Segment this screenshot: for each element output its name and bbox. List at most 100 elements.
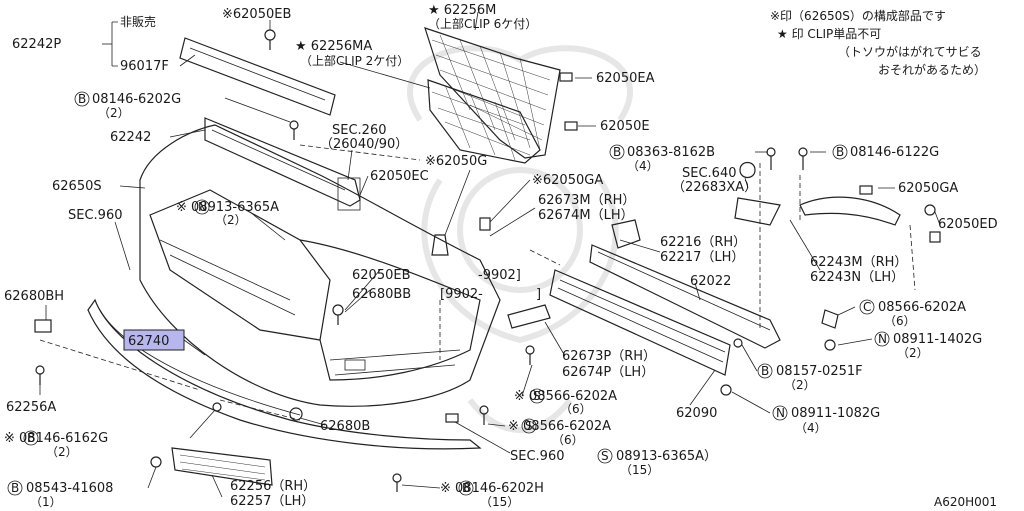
label-08146-6162G-qty: （2） bbox=[46, 445, 78, 459]
label-08566-a-qty: （6） bbox=[560, 402, 592, 416]
legend-notes: ※印（62650S）の構成部品です ★ 印 CLIP単品不可 （トソウがはがれて… bbox=[770, 8, 997, 509]
label-08913-6365A: 08913-6365A） bbox=[616, 449, 717, 464]
label-62673M: 62673M（RH） bbox=[538, 193, 635, 208]
diagram-code: A620H001 bbox=[934, 495, 997, 509]
label-08146-6202H-qty: （15） bbox=[480, 495, 519, 509]
label-08146-6202G-qty: （2） bbox=[98, 106, 130, 120]
svg-text:N: N bbox=[776, 406, 785, 420]
label-08566-6202A-a: ※ 08566-6202A bbox=[514, 389, 617, 404]
label-62256MA: ★ 62256MA bbox=[295, 39, 372, 54]
label-hibaihin: 非販売 bbox=[120, 14, 156, 29]
label-62673P: 62673P（RH） bbox=[562, 349, 656, 364]
label-08543-qty: （1） bbox=[30, 495, 62, 509]
label-62256: 62256（RH） bbox=[230, 479, 316, 494]
label-62740: 62740 bbox=[128, 334, 169, 349]
label-62257: 62257（LH） bbox=[230, 494, 314, 509]
label-62256A: 62256A bbox=[6, 400, 56, 415]
lower-lip-62740 bbox=[87, 298, 482, 450]
label-bracket-9902-from: [9902- bbox=[440, 287, 483, 302]
label-62050EB-top: ※62050EB bbox=[222, 7, 291, 22]
svg-text:N: N bbox=[198, 200, 207, 214]
label-08146-6162G: ※ 08146-6162G bbox=[4, 431, 108, 446]
label-sec640-sub: （22683XA） bbox=[672, 180, 757, 195]
grille-mesh-62256MA bbox=[427, 79, 541, 164]
label-sec960-bottom: SEC.960 bbox=[510, 449, 565, 464]
side-bracket-62673P bbox=[507, 304, 551, 329]
label-08157-0251F: 08157-0251F bbox=[776, 364, 863, 379]
absorber-62090 bbox=[549, 269, 731, 376]
label-08911-1402G: 08911-1402G bbox=[893, 332, 982, 347]
label-08363-qty: （4） bbox=[627, 159, 659, 173]
label-08911-1082G-qty: （4） bbox=[795, 421, 827, 435]
leader-lines bbox=[39, 11, 941, 498]
svg-text:B: B bbox=[761, 364, 769, 378]
svg-text:B: B bbox=[613, 145, 621, 159]
label-62256M: ★ 62256M bbox=[428, 3, 496, 18]
label-62050EA: 62050EA bbox=[596, 71, 655, 86]
reinforcement-62022 bbox=[589, 219, 781, 349]
label-sec260: SEC.260 bbox=[332, 123, 387, 138]
label-62090: 62090 bbox=[676, 406, 717, 421]
svg-text:B: B bbox=[462, 481, 470, 495]
label-62050ED: 62050ED bbox=[938, 217, 998, 232]
label-62242: 62242 bbox=[110, 130, 151, 145]
bumper-fascia-62650S bbox=[139, 124, 501, 407]
label-08363-8162B: 08363-8162B bbox=[627, 145, 715, 160]
legend-clip-line1: ★ 印 CLIP単品不可 bbox=[777, 27, 881, 41]
label-62050EC: 62050EC bbox=[370, 169, 429, 184]
label-sec260-sub: （26040/90） bbox=[320, 137, 408, 152]
fasteners bbox=[34, 29, 941, 492]
label-96017F: 96017F bbox=[120, 59, 169, 74]
label-08911-1082G: 08911-1082G bbox=[791, 406, 880, 421]
circle-marker-letters: B B B N C N B S N S B S B B bbox=[11, 92, 887, 495]
label-08566-6202A-b: ※ 08566-6202A bbox=[508, 419, 611, 434]
label-08543-41608: 08543-41608 bbox=[26, 481, 113, 496]
svg-text:S: S bbox=[525, 419, 533, 433]
bracket-62216 bbox=[734, 197, 781, 226]
label-62050EB-mid: 62050EB bbox=[352, 268, 411, 283]
label-62050GA-mid: ※62050GA bbox=[532, 173, 603, 188]
label-08146-6202G: 08146-6202G bbox=[92, 92, 181, 107]
label-08913-top-qty: （2） bbox=[215, 213, 247, 227]
label-62243N: 62243N（LH） bbox=[810, 270, 904, 285]
label-62050GA-right: 62050GA bbox=[898, 181, 958, 196]
label-08157-qty: （2） bbox=[784, 378, 816, 392]
label-08913-qty: （15） bbox=[620, 463, 659, 477]
fog-grille-62256 bbox=[171, 447, 273, 486]
svg-text:S: S bbox=[601, 449, 609, 463]
label-62050G: ※62050G bbox=[425, 154, 487, 169]
legend-clip-line3: おそれがあるため） bbox=[878, 62, 986, 77]
label-sec960-top: SEC.960 bbox=[68, 208, 123, 223]
label-62680BH: 62680BH bbox=[4, 289, 64, 304]
label-08566-right-qty: （6） bbox=[884, 314, 916, 328]
label-62242P: 62242P bbox=[12, 37, 61, 52]
label-62680BB: 62680BB bbox=[352, 287, 411, 302]
label-62256MA-sub: （上部CLIP 2ケ付） bbox=[300, 53, 409, 68]
label-62216: 62216（RH） bbox=[660, 235, 746, 250]
label-62680B: 62680B bbox=[320, 419, 370, 434]
bracket-62243M bbox=[799, 196, 901, 226]
label-sec640: SEC.640 bbox=[682, 166, 737, 181]
label-62243M: 62243M（RH） bbox=[810, 255, 907, 270]
svg-text:B: B bbox=[836, 145, 844, 159]
label-08146-6122G: 08146-6122G bbox=[850, 145, 939, 160]
label-bracket-close: ] bbox=[536, 287, 541, 302]
label-08566-b-qty: （6） bbox=[552, 433, 584, 447]
upper-member-96017F bbox=[179, 37, 336, 116]
label-08911-1402G-qty: （2） bbox=[897, 346, 929, 360]
legend-star-note: ※印（62650S）の構成部品です bbox=[770, 8, 946, 23]
label-62022: 62022 bbox=[690, 274, 731, 289]
part-labels: ※62050EB ★ 62256M （上部CLIP 6ケ付） 非販売 62242… bbox=[4, 3, 998, 509]
label-08913-6365A-top: ※ 08913-6365A bbox=[176, 200, 279, 215]
svg-text:C: C bbox=[863, 300, 871, 314]
grille-mesh-62256M bbox=[424, 27, 561, 159]
label-62674M: 62674M（LH） bbox=[538, 208, 634, 223]
svg-text:N: N bbox=[878, 332, 887, 346]
label-62674P: 62674P（LH） bbox=[562, 365, 654, 380]
circle-markers bbox=[7, 91, 890, 496]
label-08146-6202H: ※ 08146-6202H bbox=[440, 481, 544, 496]
legend-clip-line2: （トソウがはがれてサビる bbox=[838, 44, 982, 59]
label-62256M-sub: （上部CLIP 6ケ付） bbox=[428, 16, 537, 31]
